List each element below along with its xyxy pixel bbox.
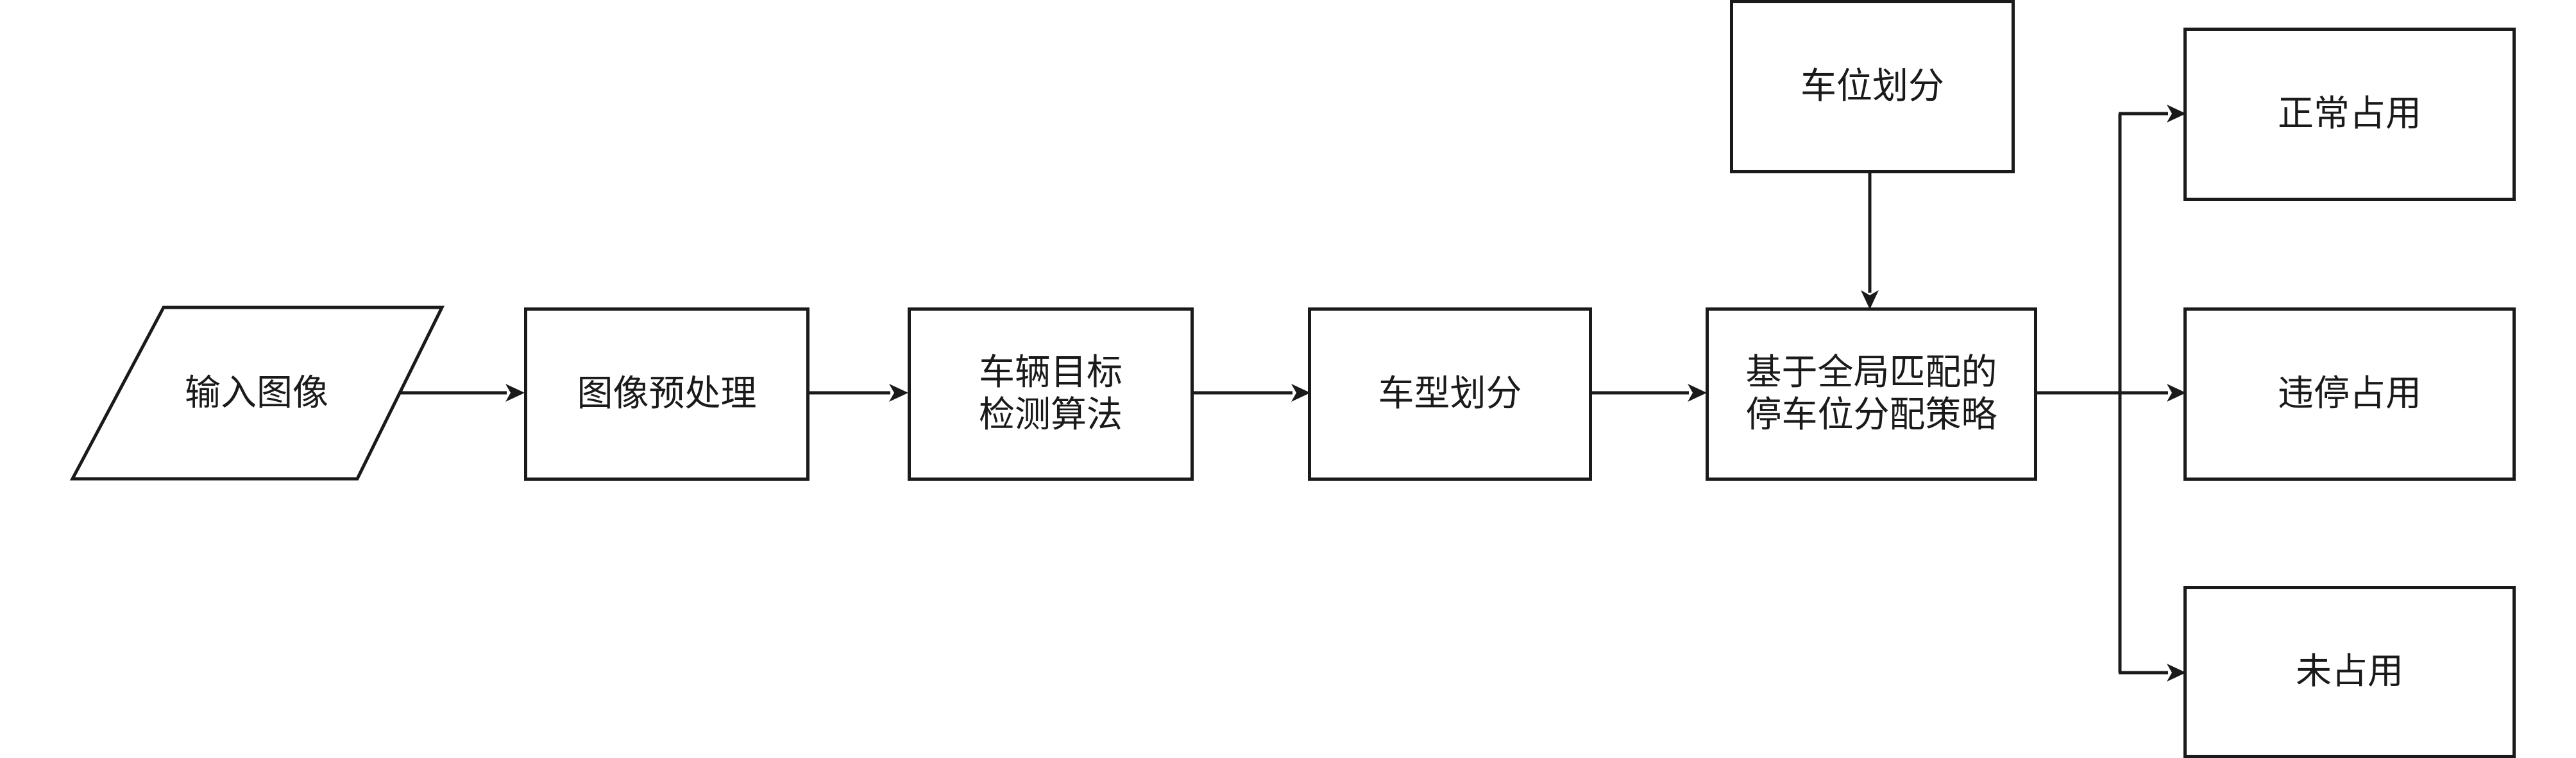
preprocess-label: 图像预处理 [577,373,757,415]
input-image-label: 输入图像 [128,307,385,479]
illegal-occupied-label: 违停占用 [2278,373,2421,415]
arrowhead [2167,664,2186,682]
slot-division-label: 车位划分 [1801,65,1944,107]
strategy-label-line1: 基于全局匹配的 [1745,352,1997,393]
detection-label-line2: 检测算法 [979,394,1123,436]
arrowhead [1688,384,1707,402]
arrowhead [889,384,908,402]
arrowhead [2167,384,2186,402]
detection-box: 车辆目标 检测算法 [908,307,1194,481]
arrowhead [505,384,525,402]
vehicle-type-box: 车型划分 [1308,307,1592,481]
normal-occupied-label: 正常占用 [2278,93,2421,135]
strategy-box: 基于全局匹配的 停车位分配策略 [1706,307,2037,481]
arrowhead [2167,105,2186,123]
vehicle-type-label: 车型划分 [1378,373,1522,415]
strategy-label-line2: 停车位分配策略 [1745,394,1997,436]
arrowhead [1291,384,1310,402]
detection-label-line1: 车辆目标 [979,352,1123,393]
normal-occupied-box: 正常占用 [2183,28,2516,201]
input-parallelogram [69,306,445,481]
unoccupied-box: 未占用 [2183,586,2516,758]
arrowhead [1861,290,1879,309]
unoccupied-label: 未占用 [2296,651,2403,693]
slot-division-box: 车位划分 [1730,0,2015,173]
preprocess-box: 图像预处理 [524,307,809,481]
illegal-occupied-box: 违停占用 [2183,307,2516,481]
input-image-text: 输入图像 [185,372,328,414]
